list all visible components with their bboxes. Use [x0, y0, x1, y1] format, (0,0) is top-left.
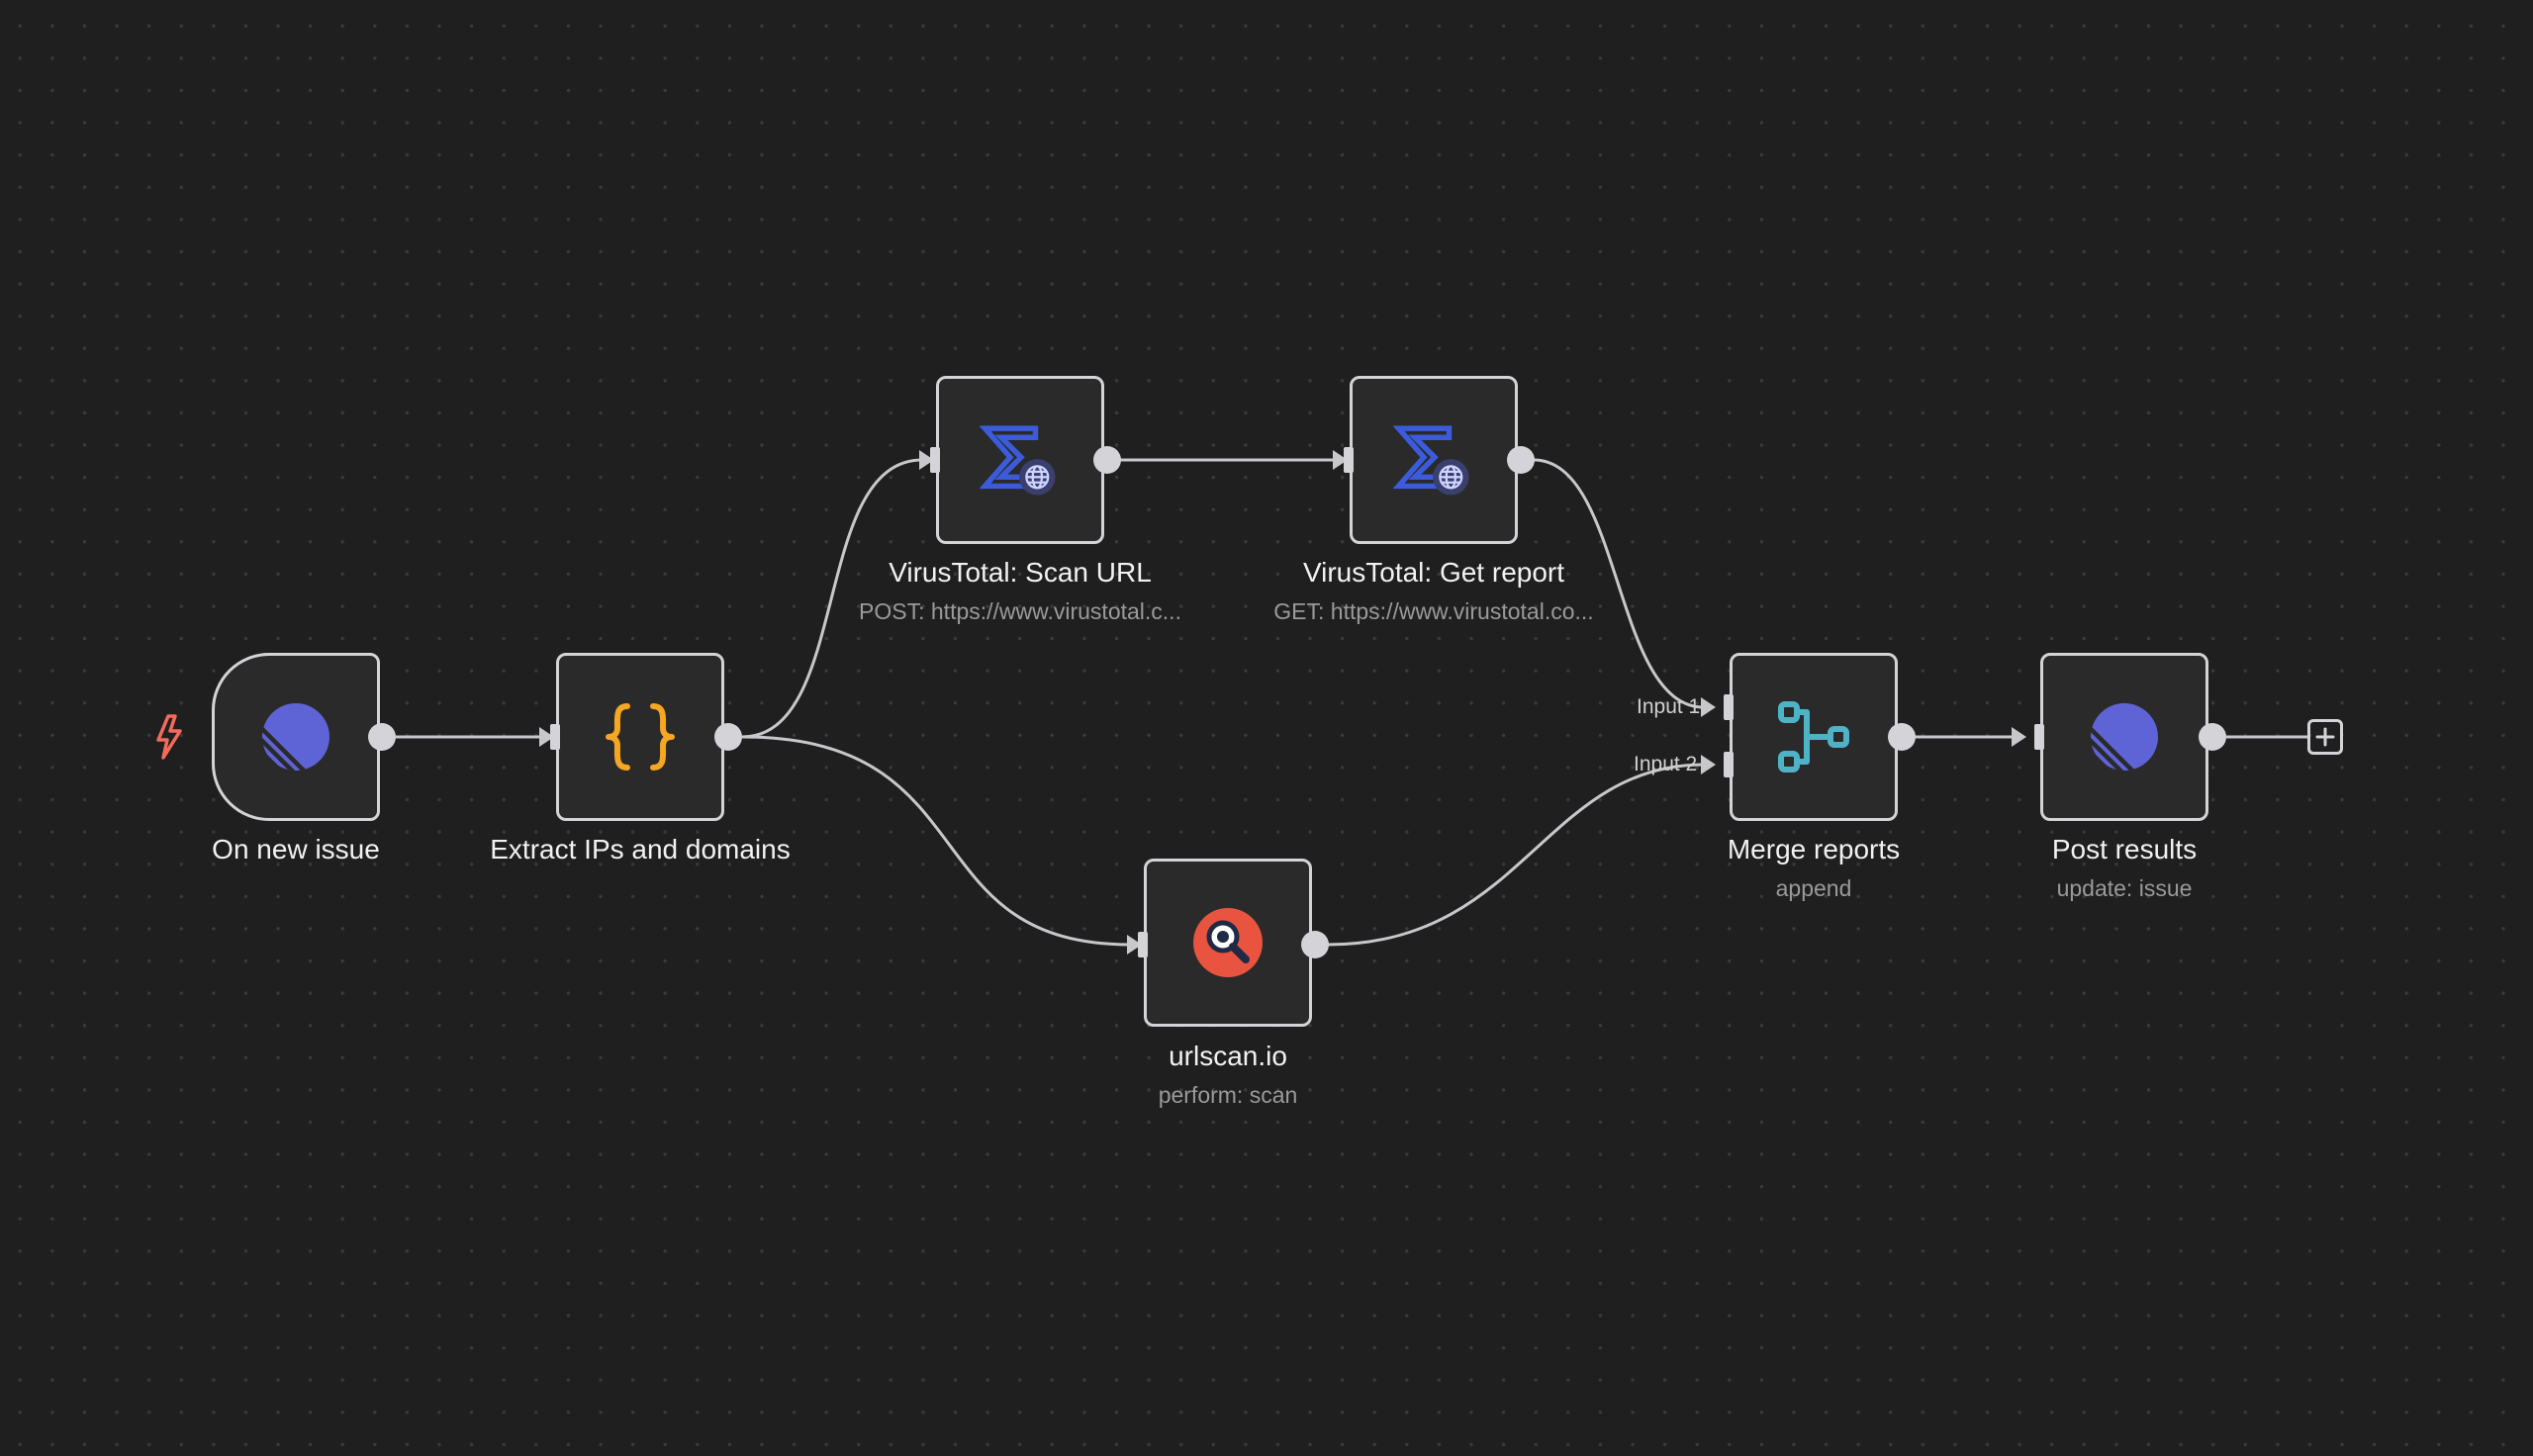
virustotal-http-icon: [1393, 419, 1474, 500]
add-node-button[interactable]: [2307, 719, 2343, 755]
output-handle[interactable]: [714, 723, 742, 751]
node-on-new-issue[interactable]: [212, 653, 380, 821]
node-urlscan-io[interactable]: [1144, 859, 1312, 1027]
node-extract-ips-and-domains[interactable]: [556, 653, 724, 821]
connection-extract-to-urlscan: [741, 735, 1131, 947]
virustotal-http-icon: [980, 419, 1061, 500]
connection-extract-to-vt-scan: [741, 458, 923, 739]
arrowhead: [1701, 755, 1716, 774]
output-handle[interactable]: [1507, 446, 1535, 474]
node-title: Merge reports: [1727, 834, 1901, 864]
output-handle[interactable]: [2199, 723, 2226, 751]
node-post-results[interactable]: [2040, 653, 2208, 821]
connection-urlscan-to-merge: [1327, 763, 1705, 947]
output-handle[interactable]: [368, 723, 396, 751]
arrowhead: [1701, 697, 1716, 717]
node-subtitle: perform: scan: [1158, 1082, 1298, 1108]
output-handle[interactable]: [1888, 723, 1916, 751]
output-handle[interactable]: [1093, 446, 1121, 474]
plus-icon: [2315, 727, 2335, 747]
input-handle[interactable]: [1344, 447, 1354, 473]
input-handle[interactable]: [2034, 724, 2044, 750]
code-braces-icon: [600, 696, 681, 777]
node-title: VirusTotal: Get report: [1302, 557, 1565, 588]
input-handle[interactable]: [930, 447, 940, 473]
input-handle[interactable]: [550, 724, 560, 750]
merge-icon: [1773, 696, 1854, 777]
arrowhead: [919, 450, 934, 470]
node-virustotal-scan-url[interactable]: [936, 376, 1104, 544]
arrowhead: [539, 727, 554, 747]
node-subtitle: update: issue: [2056, 875, 2193, 901]
arrowhead: [1127, 935, 1142, 955]
arrowhead: [1333, 450, 1348, 470]
input-1-label: Input 1: [1637, 695, 1701, 718]
node-title: Post results: [2051, 834, 2198, 864]
node-title: urlscan.io: [1169, 1041, 1287, 1071]
arrowhead: [2012, 727, 2026, 747]
node-title: VirusTotal: Scan URL: [889, 557, 1152, 588]
input-2-label: Input 2: [1634, 753, 1698, 775]
urlscan-icon: [1187, 902, 1268, 983]
node-subtitle: GET: https://www.virustotal.co...: [1273, 598, 1594, 624]
node-virustotal-get-report[interactable]: [1350, 376, 1518, 544]
node-merge-reports[interactable]: [1730, 653, 1898, 821]
node-subtitle: POST: https://www.virustotal.c...: [859, 598, 1181, 624]
node-title: On new issue: [212, 834, 380, 864]
input-2-handle[interactable]: [1724, 752, 1734, 777]
node-subtitle: append: [1775, 875, 1852, 901]
output-handle[interactable]: [1301, 931, 1329, 958]
input-handle[interactable]: [1138, 932, 1148, 957]
linear-icon: [255, 696, 336, 777]
connection-vt-report-to-merge: [1533, 458, 1705, 709]
trigger-bolt-icon: [156, 714, 182, 760]
linear-icon: [2084, 696, 2165, 777]
input-1-handle[interactable]: [1724, 694, 1734, 720]
node-title: Extract IPs and domains: [490, 834, 791, 864]
